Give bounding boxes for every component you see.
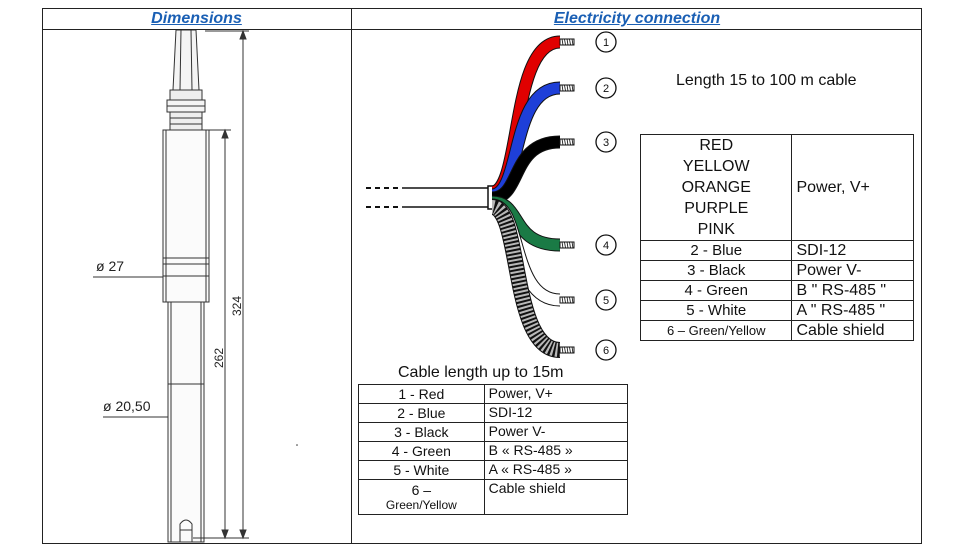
power-wire-name: RED bbox=[699, 137, 734, 154]
cable-diagram: 1 2 3 4 5 6 bbox=[366, 31, 617, 361]
header-divider bbox=[42, 29, 922, 30]
wire-cell: 2 - Blue bbox=[639, 240, 793, 261]
function-cell: A « RS-485 » bbox=[483, 460, 629, 480]
wire-cell: 4 - Green bbox=[358, 441, 485, 461]
wire-cell: 4 - Green bbox=[639, 280, 793, 301]
wire-cell: 1 - Red bbox=[358, 384, 485, 404]
function-cell: Power, V+ bbox=[483, 384, 629, 404]
wire-cell: 5 - White bbox=[639, 300, 793, 321]
long-cable-caption: Length 15 to 100 m cable bbox=[676, 72, 857, 89]
wire-number-circle-2 bbox=[595, 77, 617, 99]
column-divider bbox=[351, 8, 352, 544]
function-cell: SDI-12 bbox=[791, 240, 914, 261]
probe-drawing: ø 27 ø 20,50 324 262 bbox=[93, 30, 298, 543]
wire-number-circle-3 bbox=[595, 131, 617, 153]
power-function-cell: Power, V+ bbox=[791, 134, 914, 241]
len-body-label: 262 bbox=[212, 348, 226, 368]
wire-number-2: 2 bbox=[603, 83, 609, 95]
power-wire-name: ORANGE bbox=[681, 179, 751, 196]
wire-number-circle-5 bbox=[595, 289, 617, 311]
function-cell: B " RS-485 " bbox=[791, 280, 914, 301]
table-row: RED YELLOW ORANGE PURPLE PINK Power, V+ bbox=[639, 134, 914, 241]
wire-3 bbox=[491, 136, 561, 204]
wire-cell: 6 – Green/Yellow bbox=[639, 320, 793, 341]
power-wire-name: PURPLE bbox=[684, 200, 749, 217]
wire-label: 6 – bbox=[411, 482, 432, 498]
wire-number-1: 1 bbox=[603, 37, 609, 49]
function-cell: B « RS-485 » bbox=[483, 441, 629, 461]
wire-label-sub: Green/Yellow bbox=[385, 498, 457, 512]
len-overall-label: 324 bbox=[230, 296, 244, 316]
function-cell: Power V- bbox=[483, 422, 629, 442]
dia-top-label: ø 27 bbox=[96, 258, 124, 274]
function-cell: SDI-12 bbox=[483, 403, 629, 423]
long-cable-table: RED YELLOW ORANGE PURPLE PINK Power, V+2 - Bl… bbox=[639, 134, 914, 341]
wire-number-4: 4 bbox=[603, 240, 609, 252]
wire-number-circle-4 bbox=[595, 234, 617, 256]
power-wire-name: PINK bbox=[697, 221, 735, 238]
wire-number-3: 3 bbox=[603, 137, 609, 149]
function-cell: Cable shield bbox=[791, 320, 914, 341]
table-frame bbox=[42, 8, 922, 544]
dia-bottom-label: ø 20,50 bbox=[103, 398, 151, 414]
wire-cell: 3 - Black bbox=[639, 260, 793, 281]
dimensions-header: Dimensions bbox=[151, 10, 242, 27]
wire-number-6: 6 bbox=[603, 345, 609, 357]
function-cell: Cable shield bbox=[483, 479, 629, 515]
function-cell: A " RS-485 " bbox=[791, 300, 914, 321]
wire-cell: 5 - White bbox=[358, 460, 485, 480]
wire-cell: 6 –Green/Yellow bbox=[358, 479, 485, 515]
wire-number-5: 5 bbox=[603, 295, 609, 307]
function-cell: Power V- bbox=[791, 260, 914, 281]
power-wire-name: YELLOW bbox=[682, 158, 750, 175]
wire-outline-6 bbox=[489, 199, 562, 358]
wire-number-circle-1 bbox=[595, 31, 617, 53]
wire-cell: 3 - Black bbox=[358, 422, 485, 442]
wire-cell: 2 - Blue bbox=[358, 403, 485, 423]
power-wires-cell: RED YELLOW ORANGE PURPLE PINK bbox=[639, 134, 793, 241]
wire-number-circle-6 bbox=[595, 339, 617, 361]
short-cable-caption: Cable length up to 15m bbox=[398, 364, 564, 381]
electricity-header: Electricity connection bbox=[553, 10, 721, 27]
